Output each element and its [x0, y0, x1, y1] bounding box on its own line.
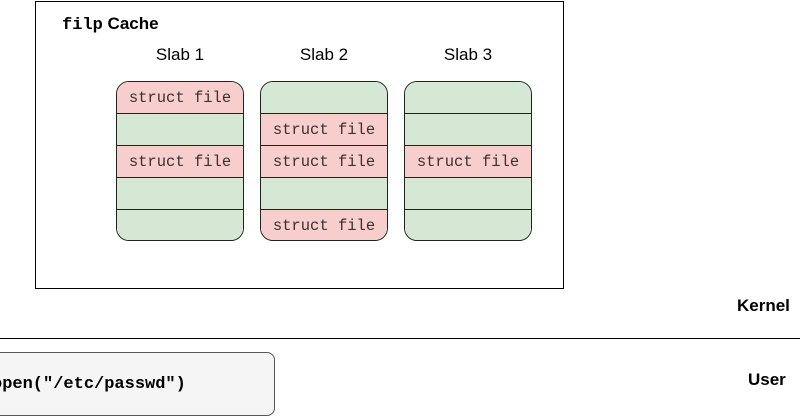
kernel-user-divider	[0, 338, 800, 339]
slab-3-label: Slab 3	[443, 45, 493, 64]
open-syscall-text: open("/etc/passwd")	[0, 374, 186, 394]
user-layer-label: User	[748, 370, 786, 389]
slab-2-label: Slab 2	[299, 45, 349, 64]
slab-1-slot-1: struct file	[117, 82, 243, 114]
slab-2: struct file struct file struct file	[260, 81, 388, 241]
slab-1: struct file struct file	[116, 81, 244, 241]
slab-3-slot-2	[405, 114, 531, 146]
slab-1-slot-3: struct file	[117, 146, 243, 178]
slab-3-slot-4	[405, 178, 531, 210]
slab-2-slot-3: struct file	[261, 146, 387, 178]
open-syscall-box: open("/etc/passwd")	[0, 352, 275, 416]
slab-3-slot-1	[405, 82, 531, 114]
kernel-layer-label: Kernel	[737, 296, 790, 315]
cache-title-mono: filp	[62, 16, 103, 35]
slab-1-slot-5	[117, 210, 243, 240]
slab-2-slot-1	[261, 82, 387, 114]
slab-2-slot-2: struct file	[261, 114, 387, 146]
slab-1-label: Slab 1	[155, 45, 205, 64]
cache-title: filp Cache	[62, 14, 159, 35]
slab-1-slot-4	[117, 178, 243, 210]
slab-2-slot-5: struct file	[261, 210, 387, 240]
slab-3: struct file	[404, 81, 532, 241]
slab-3-slot-5	[405, 210, 531, 240]
cache-title-text: Cache	[107, 14, 159, 33]
slab-2-slot-4	[261, 178, 387, 210]
slab-1-slot-2	[117, 114, 243, 146]
slab-3-slot-3: struct file	[405, 146, 531, 178]
